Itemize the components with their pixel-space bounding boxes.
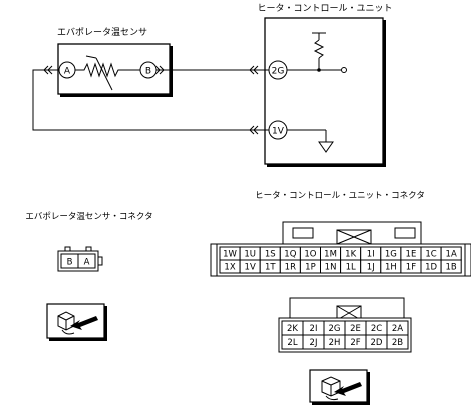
connector-pin-label: 2G [329, 324, 341, 334]
sensor-connector-cell: B [67, 258, 73, 268]
connector-pin-label: 1D [425, 263, 437, 273]
sensor-connector: B A [57, 246, 103, 272]
connector-pin-cell [386, 334, 409, 350]
connector-pin-label: 2B [392, 338, 403, 348]
connector-pin-label: 1R [285, 263, 296, 273]
thermistor-icon [75, 55, 140, 91]
connector-pin-label: 1K [345, 250, 356, 260]
unit-connector-title: ヒータ・コントロール・ユニット・コネクタ [255, 191, 425, 201]
unit-connector-1-grid: 1W 1U 1S 1Q 1O 1M 1K 1I 1G 1E 1C 1A 1X 1V 1T 1R 1P 1N 1L 1J… [219, 246, 462, 274]
connector-view-icon [309, 369, 370, 405]
connector-pin-label: 1N [325, 263, 337, 273]
connector-pin-label: 1T [265, 263, 276, 273]
connector-pin-label: 1U [244, 250, 256, 260]
unit-box-shadow-bottom [267, 164, 386, 167]
connector-chevron-icon [43, 65, 259, 135]
unit-pin-1v: 1V [268, 120, 288, 140]
connector-pin-label: 2H [329, 338, 341, 348]
connector-pin-label: 2D [371, 338, 383, 348]
connector-pin-label: 2A [392, 324, 403, 334]
connector-pin-label: 2J [310, 338, 318, 348]
sensor-pin-a: A [58, 61, 76, 79]
unit-output-terminal [341, 67, 347, 73]
connector-pin-label: 2L [287, 338, 297, 348]
connector-pin-label: 1G [385, 250, 397, 260]
connector-pin-label: 1O [304, 250, 316, 260]
sensor-title: エバポレータ温センサ [57, 27, 147, 38]
connector-pin-label: 1V [245, 263, 256, 273]
connector-pin-label: 2K [287, 324, 298, 334]
connector-pin-label: 1M [324, 250, 337, 260]
connector-pin-label: 1X [224, 263, 235, 273]
connector-pin-label: 1I [367, 250, 375, 260]
connector-pin-label: 1A [446, 250, 457, 260]
ground-icon [287, 129, 334, 153]
sensor-connector-cell: A [84, 258, 90, 268]
connector-pin-label: 2F [350, 338, 360, 348]
connector-pin-label: 1C [425, 250, 436, 260]
connector-pin-label: 1L [346, 263, 356, 273]
unit-connector-2-grid: 2K 2I 2G 2E 2C 2A 2L 2J 2H 2F 2D 2B [281, 320, 409, 350]
connector-pin-label: 2I [310, 324, 318, 334]
connector-pin-label: 1P [305, 263, 316, 273]
sensor-connector-title: エバポレータ温センサ・コネクタ [25, 211, 152, 222]
connector-view-icon [46, 303, 107, 341]
unit-internal-circuit [287, 32, 341, 71]
connector-pin-label: 2C [371, 324, 382, 334]
sensor-box-shadow-bottom [60, 94, 173, 97]
unit-title: ヒータ・コントロール・ユニット [257, 3, 392, 14]
connector-pin-label: 1W [223, 250, 237, 260]
unit-pin-2g-label: 2G [272, 67, 285, 77]
sensor-pin-b: B [139, 61, 157, 79]
connector-pin-label: 2E [350, 324, 361, 334]
connector-pin-label: 1Q [284, 250, 296, 260]
sensor-pin-b-label: B [145, 67, 151, 77]
connector-pin-label: 1B [446, 263, 457, 273]
connector-pin-cell [440, 259, 462, 274]
unit-junction-dot [317, 68, 321, 72]
connector-pin-label: 1E [406, 250, 417, 260]
unit-pin-1v-label: 1V [272, 127, 285, 137]
unit-box-shadow-right [383, 20, 386, 167]
sensor-pin-a-label: A [64, 67, 71, 77]
wire-sensor-a-to-unit-1v [32, 69, 269, 131]
unit-pin-2g: 2G [268, 60, 288, 80]
connector-pin-label: 1S [265, 250, 276, 260]
connector-pin-label: 1F [406, 263, 416, 273]
connector-pin-label: 1H [385, 263, 397, 273]
sensor-box-shadow-right [170, 46, 173, 97]
connector-pin-label: 1J [367, 263, 375, 273]
